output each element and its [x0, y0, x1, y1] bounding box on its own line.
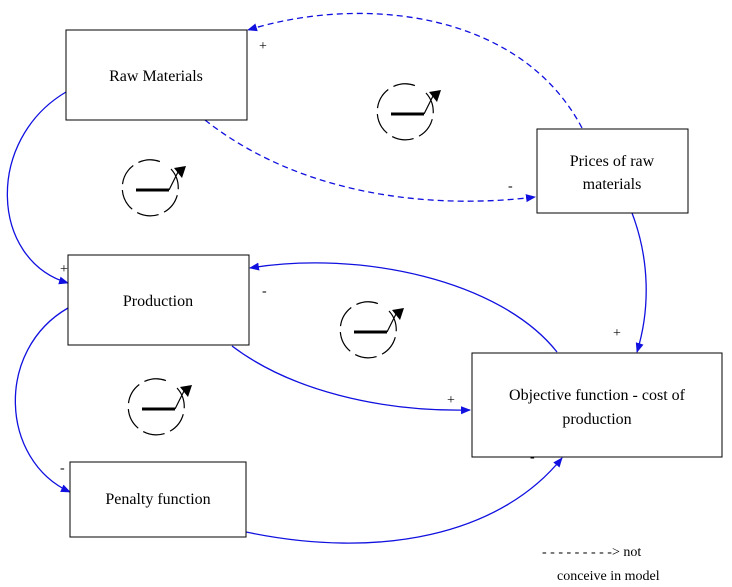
node-penalty-function: Penalty function: [69, 461, 247, 538]
sign-production-from-raw: +: [60, 262, 68, 277]
sign-penalty-from-production: -: [60, 461, 65, 476]
loop-production-penalty-icon: [127, 378, 192, 436]
node-objective-label-line1: Objective function - cost of: [509, 387, 686, 404]
loop-production-objective-icon: [339, 301, 404, 359]
sign-production-from-objective: -: [262, 284, 267, 299]
edge-penalty-to-objective: [245, 457, 563, 544]
sign-objective-from-production: +: [447, 393, 455, 408]
node-raw-materials-label: Raw Materials: [109, 68, 203, 85]
legend-line1: - - - - - - - - -> not: [542, 545, 641, 560]
edge-raw-materials-to-production: [6, 91, 69, 285]
edge-production-to-objective: [231, 345, 471, 415]
node-prices-label-line1: Prices of raw: [570, 153, 655, 170]
node-prices-of-raw-materials: Prices of raw materials: [536, 128, 689, 214]
edge-production-to-penalty: [14, 307, 71, 493]
node-production-label: Production: [123, 293, 193, 310]
node-prices-label-line2: materials: [583, 176, 642, 193]
node-objective-function: Objective function - cost of production: [471, 352, 723, 458]
edge-prices-to-objective: [631, 212, 647, 353]
edge-prices-to-raw-materials: [247, 12, 583, 129]
sign-raw-from-prices: +: [259, 39, 267, 54]
loop-raw-production-icon: [121, 159, 186, 217]
sign-objective-from-prices: +: [613, 326, 621, 341]
legend-line2: conceive in model: [557, 569, 660, 584]
loop-raw-prices-icon: [376, 83, 441, 141]
edge-objective-to-production: [249, 262, 558, 353]
node-penalty-label: Penalty function: [105, 491, 210, 508]
sign-prices-from-raw: -: [508, 179, 513, 194]
sign-objective-from-penalty: -: [530, 450, 535, 465]
node-raw-materials: Raw Materials: [65, 29, 248, 121]
node-objective-label-line2: production: [562, 411, 631, 428]
edge-raw-materials-to-prices: [204, 119, 536, 203]
node-production: Production: [67, 254, 250, 346]
